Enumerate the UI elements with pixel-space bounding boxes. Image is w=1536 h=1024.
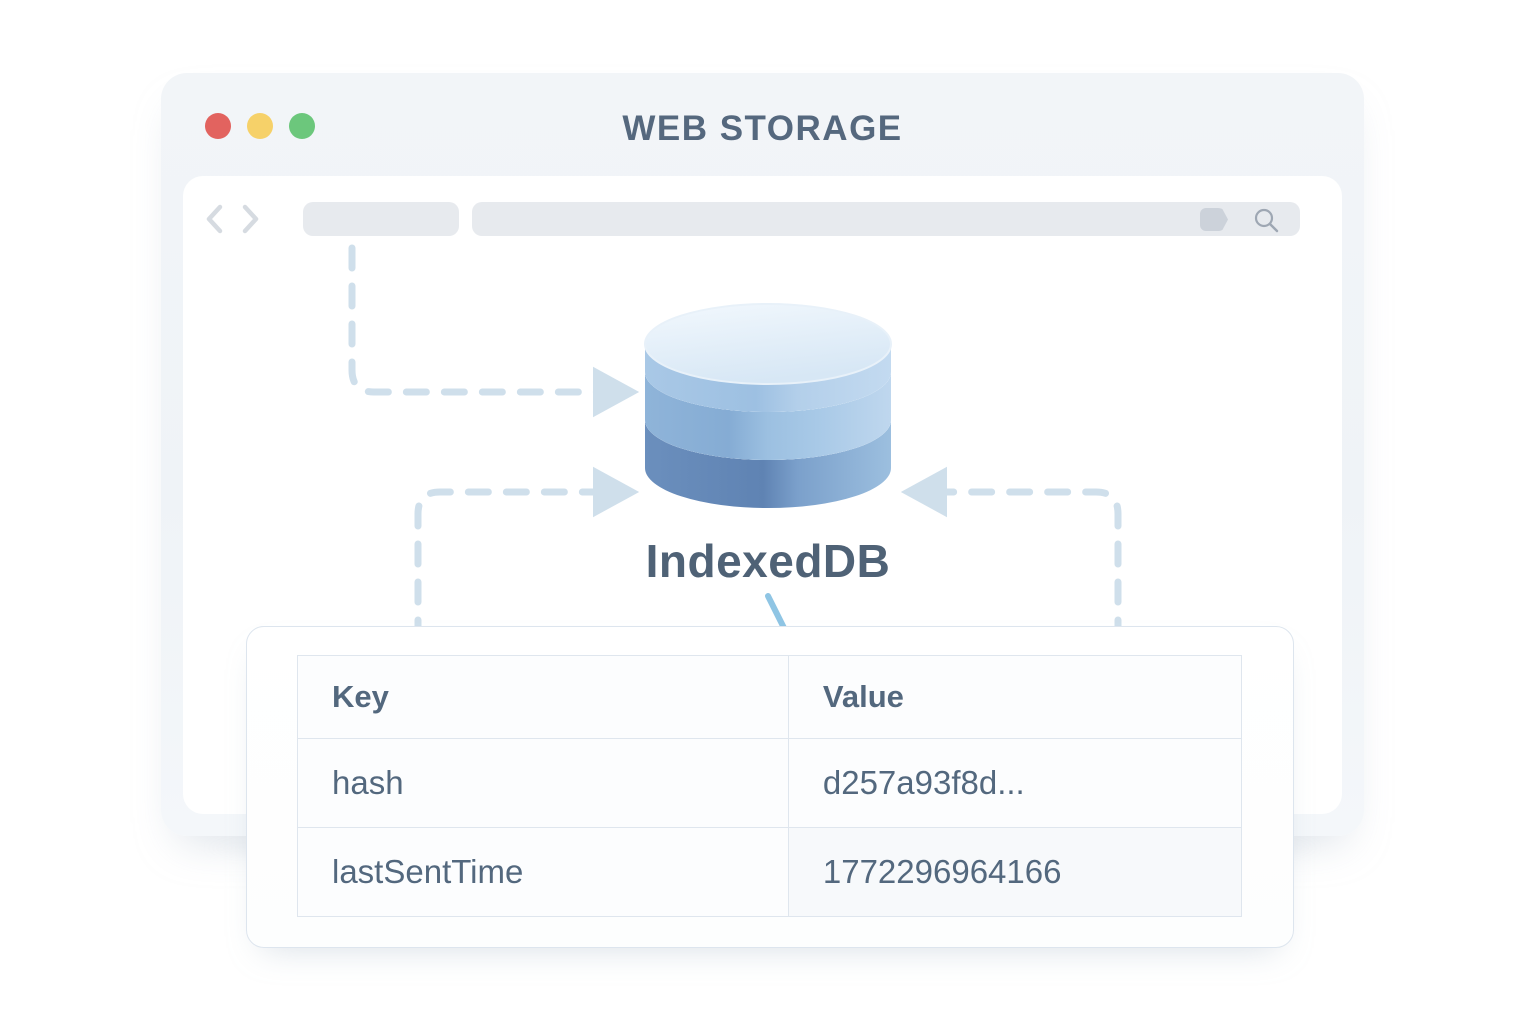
cell-key: hash [297,738,789,828]
close-button[interactable] [205,113,231,139]
maximize-button[interactable] [289,113,315,139]
browser-titlebar: WEB STORAGE [161,73,1364,176]
minimize-button[interactable] [247,113,273,139]
bookmark-icon[interactable] [1200,208,1228,231]
cell-value: d257a93f8d... [787,738,1243,828]
column-header-key: Key [297,655,789,739]
chevron-left-icon[interactable] [203,203,225,235]
cell-value: 1772296964166 [787,827,1243,917]
tab-pill[interactable] [303,202,459,236]
navigation-controls [203,203,261,235]
table-header-row: Key Value [297,655,1243,739]
chevron-right-icon[interactable] [239,203,261,235]
address-bar[interactable] [472,202,1300,236]
search-icon[interactable] [1252,206,1280,234]
table-row[interactable]: hash d257a93f8d... [297,738,1243,828]
table-row[interactable]: lastSentTime 1772296964166 [297,827,1243,917]
cell-key: lastSentTime [297,827,789,917]
database-label: IndexedDB [645,535,891,587]
column-header-value: Value [787,655,1243,739]
browser-toolbar [183,176,1342,260]
traffic-lights [205,113,315,139]
storage-table-card: Key Value hash d257a93f8d... lastSentTim… [246,626,1294,948]
key-value-table: Key Value hash d257a93f8d... lastSentTim… [297,655,1243,917]
database-cylinder-icon [639,300,897,515]
window-title: WEB STORAGE [622,109,903,148]
